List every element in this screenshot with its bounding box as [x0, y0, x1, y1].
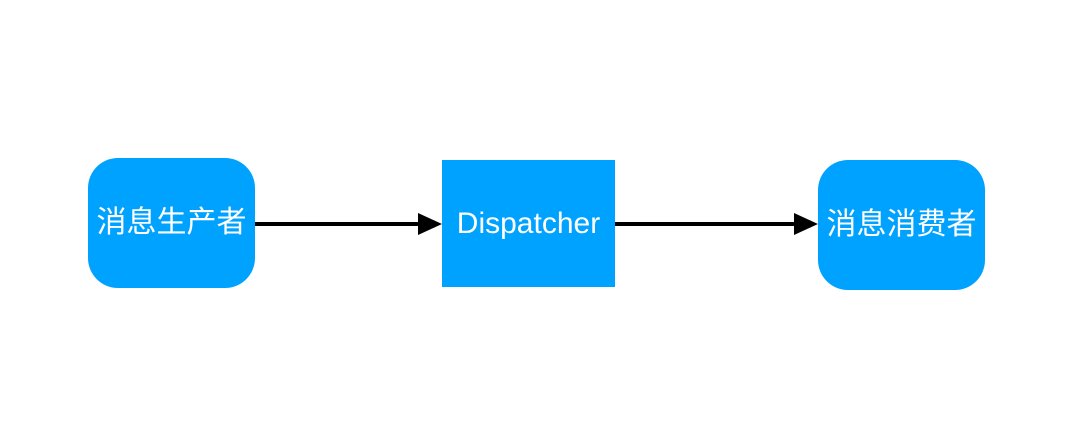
- node-dispatcher-label: Dispatcher: [456, 206, 601, 240]
- node-message-consumer-label: 消息消费者: [826, 208, 977, 241]
- node-dispatcher: Dispatcher: [442, 160, 615, 287]
- arrow-dispatcher-to-consumer: [615, 213, 818, 235]
- node-message-producer: 消息生产者: [88, 158, 255, 288]
- node-message-consumer: 消息消费者: [818, 160, 985, 290]
- arrow-producer-to-dispatcher: [255, 213, 442, 235]
- node-message-producer-label: 消息生产者: [96, 206, 247, 239]
